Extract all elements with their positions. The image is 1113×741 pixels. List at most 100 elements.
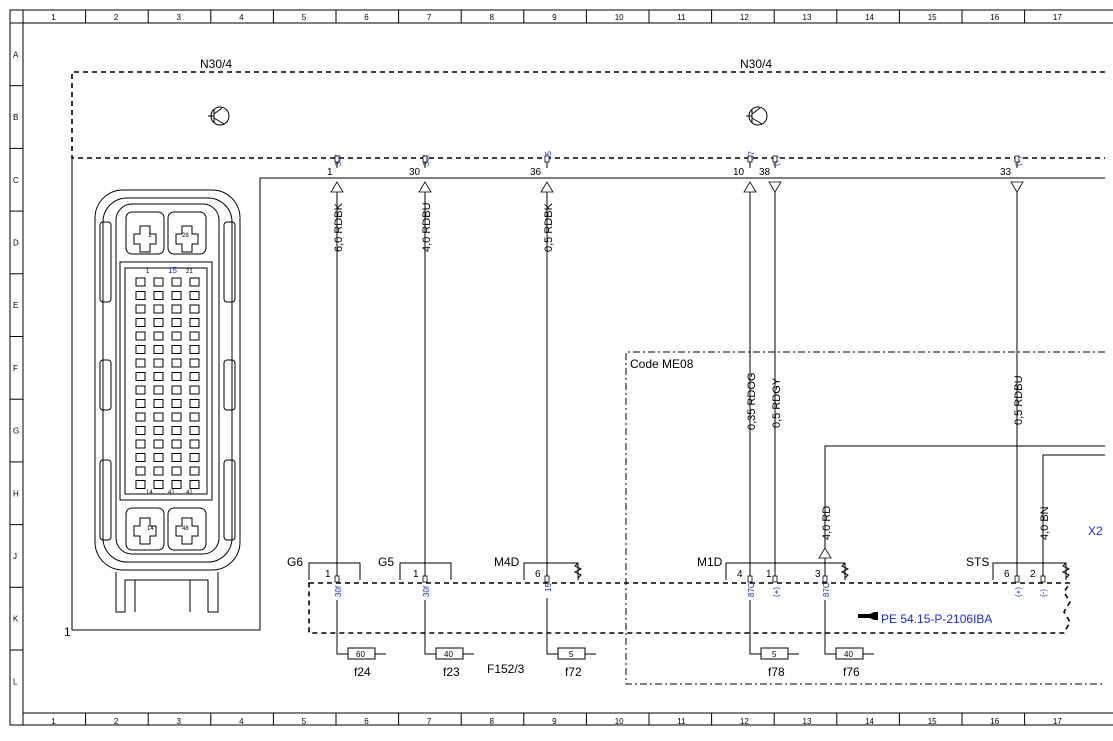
sheet-frame [9,9,1113,726]
connector-pin-cell [135,358,146,368]
ecu-pin-signal: 15 [544,151,553,160]
code-me08-box [625,351,1105,685]
connector-pin-cell [189,358,200,368]
connector-pin-cell [135,412,146,422]
pin-marker [422,155,428,163]
connector-pin-cell [189,304,200,314]
cut-label: X2 [1088,524,1103,538]
connector-pin-cell [135,345,146,354]
fuse-rating: 40 [844,650,853,659]
grid-column-label: 5 [302,13,307,22]
wire-line [1042,454,1105,580]
connector-pin-cell [153,291,164,300]
grid-column-label: 14 [865,717,874,726]
grid-column-label: 8 [490,717,495,726]
grid-column-label: 5 [302,717,307,726]
relay-pin: 6 [1004,569,1010,580]
grid-row-label: E [13,301,18,310]
fuse-rating: 40 [444,650,453,659]
wire-line [824,445,1105,555]
relay-m1d: M1D 4 1 3 87C (+) 87C [697,555,850,597]
connector-pin-cell [153,466,164,476]
connector-pin-cell [153,372,164,381]
connector-arrow-icon [743,181,757,193]
grid-column-label: 14 [865,13,874,22]
transistor-icon [746,106,768,126]
connector-pin-cell [135,426,146,435]
ecu-pin-label: 38 [759,167,771,178]
pin-marker [334,575,340,583]
pin-marker [1014,575,1020,583]
connector-pin-cell [171,318,182,327]
grid-column-label: 17 [1053,717,1062,726]
grid-column-label: 13 [803,13,812,22]
connector-pin-label: 41 [186,490,193,496]
connector-pin-label: 1 [146,269,150,275]
wire-label: 0,35 RDOG [746,373,758,430]
grid-row-label: G [13,427,19,436]
grid-row-label: H [13,489,19,498]
connector-pin-cell [171,399,182,408]
relay-pin: 3 [815,569,821,580]
relay-pin: 1 [325,569,331,580]
fuse-label: f76 [843,665,860,679]
grid-row-label: C [13,176,19,185]
relay-signal: (+) [1014,587,1023,597]
connector-pin-cell [135,291,146,300]
fuse-label: f78 [768,665,785,679]
relay-pin: 1 [766,569,772,580]
grid-column-label: 1 [51,13,56,22]
relay-signal: 30f [422,585,431,597]
fuse-label: f23 [443,665,460,679]
relay-signal: 30f [334,585,343,597]
relay-signal: (+) [772,587,781,597]
pin-markers [334,155,1046,583]
grid-column-label: 6 [364,13,369,22]
connector-pin-cell [189,480,200,489]
connector-pin-label: 1 [148,233,152,239]
connector-pin-cell [171,466,182,476]
connector-pin-cell [171,453,182,462]
grid-column-label: 7 [427,13,432,22]
connector-pin-cell [135,480,146,489]
connector-arrow-icon [818,547,832,559]
grid-column-label: 3 [177,717,182,726]
grid-column-label: 10 [615,13,624,22]
reference-link[interactable]: PE 54.15-P-2106IBA [881,612,992,626]
grid-row-label: B [13,113,18,122]
pin-marker [544,575,550,583]
transistor-icon [208,106,230,126]
wire-through-fusebox [336,598,826,633]
connector-pin-cell [171,372,182,381]
pin-marker [334,155,340,163]
grid-column-label: 16 [990,717,999,726]
connector-pin-label: 15 [168,266,177,275]
reference-hand-icon [858,612,878,620]
connector-pin-cell [135,331,146,341]
grid-row-label: D [13,238,19,247]
fuse-box-f152 [308,582,1072,634]
grid-column-label: 11 [677,13,686,22]
connector-pin-cell [171,291,182,300]
connector-pin-cell [153,453,164,462]
fuse-f76: 40 f76 [824,633,874,679]
relay-g6: G6 1 30f [287,555,361,597]
connector-pin-cell [171,304,182,314]
pin-marker [1040,575,1046,583]
connector-pin-cell [153,345,164,354]
relay-label: STS [966,555,989,569]
connector-pin-cell [189,399,200,408]
grid-column-label: 17 [1053,13,1062,22]
connector-pin-cell [171,358,182,368]
connector-pin-label: 14 [146,490,153,496]
grid-column-label: 2 [114,13,119,22]
relay-signal: (-) [1039,589,1048,597]
connector-arrow-icon [540,181,554,193]
grid-row-label: L [13,677,18,686]
wire-label: 6,0 RDBK [333,202,345,252]
grid-column-label: 1 [51,717,56,726]
relay-signal: 87C [822,582,831,597]
